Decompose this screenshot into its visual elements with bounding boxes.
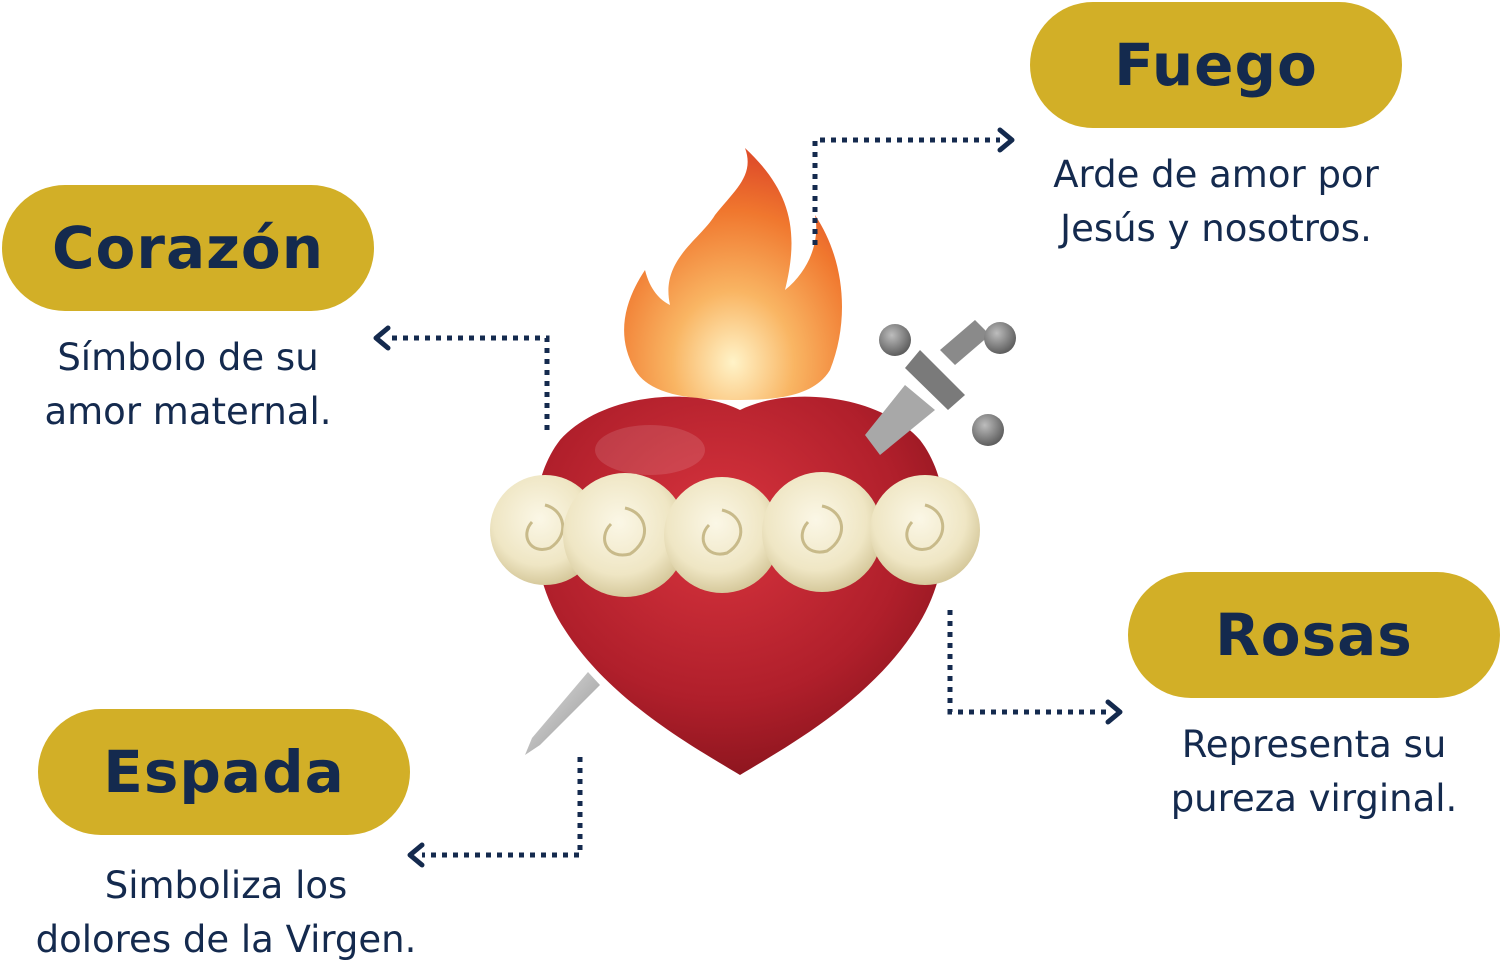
arrowhead-fuego <box>997 127 1015 153</box>
arrowhead-rosas <box>1105 699 1123 725</box>
espada-label: Espada <box>38 709 410 835</box>
espada-title: Espada <box>103 738 345 806</box>
fuego-label: Fuego <box>1030 2 1402 128</box>
fuego-description: Arde de amor por Jesús y nosotros. <box>1030 148 1402 256</box>
rosas-description-line-2: pureza virginal. <box>1170 777 1458 820</box>
connector-corazon <box>388 335 550 430</box>
arrowhead-corazon <box>373 325 391 351</box>
espada-description-line-1: Simboliza los <box>104 864 348 907</box>
fuego-description-line-1: Arde de amor por <box>1053 153 1379 196</box>
espada-description-line-2: dolores de la Virgen. <box>35 918 417 961</box>
corazon-description-line-1: Símbolo de su <box>57 336 319 379</box>
rose-icon <box>870 475 980 585</box>
rose-icon <box>762 472 882 592</box>
connector-rosas <box>947 610 1108 715</box>
connector-fuego <box>812 137 1000 245</box>
rosas-title: Rosas <box>1215 601 1413 669</box>
rosas-label: Rosas <box>1128 572 1500 698</box>
espada-description: Simboliza los dolores de la Virgen. <box>0 859 452 967</box>
corazon-label: Corazón <box>2 185 374 311</box>
connector-espada <box>422 757 583 858</box>
rose-icon <box>664 477 780 593</box>
corazon-description: Símbolo de su amor maternal. <box>2 331 374 439</box>
arrowhead-espada <box>407 842 425 868</box>
fuego-title: Fuego <box>1114 31 1318 99</box>
rosas-description-line-1: Representa su <box>1181 723 1447 766</box>
rosas-description: Representa su pureza virginal. <box>1128 718 1500 826</box>
fuego-description-line-2: Jesús y nosotros. <box>1060 207 1372 250</box>
rose-icon <box>563 473 687 597</box>
sword-icon <box>525 672 600 755</box>
flame-icon <box>624 148 842 400</box>
corazon-title: Corazón <box>51 214 325 282</box>
rose-garland <box>490 472 980 597</box>
corazon-description-line-2: amor maternal. <box>44 390 332 433</box>
